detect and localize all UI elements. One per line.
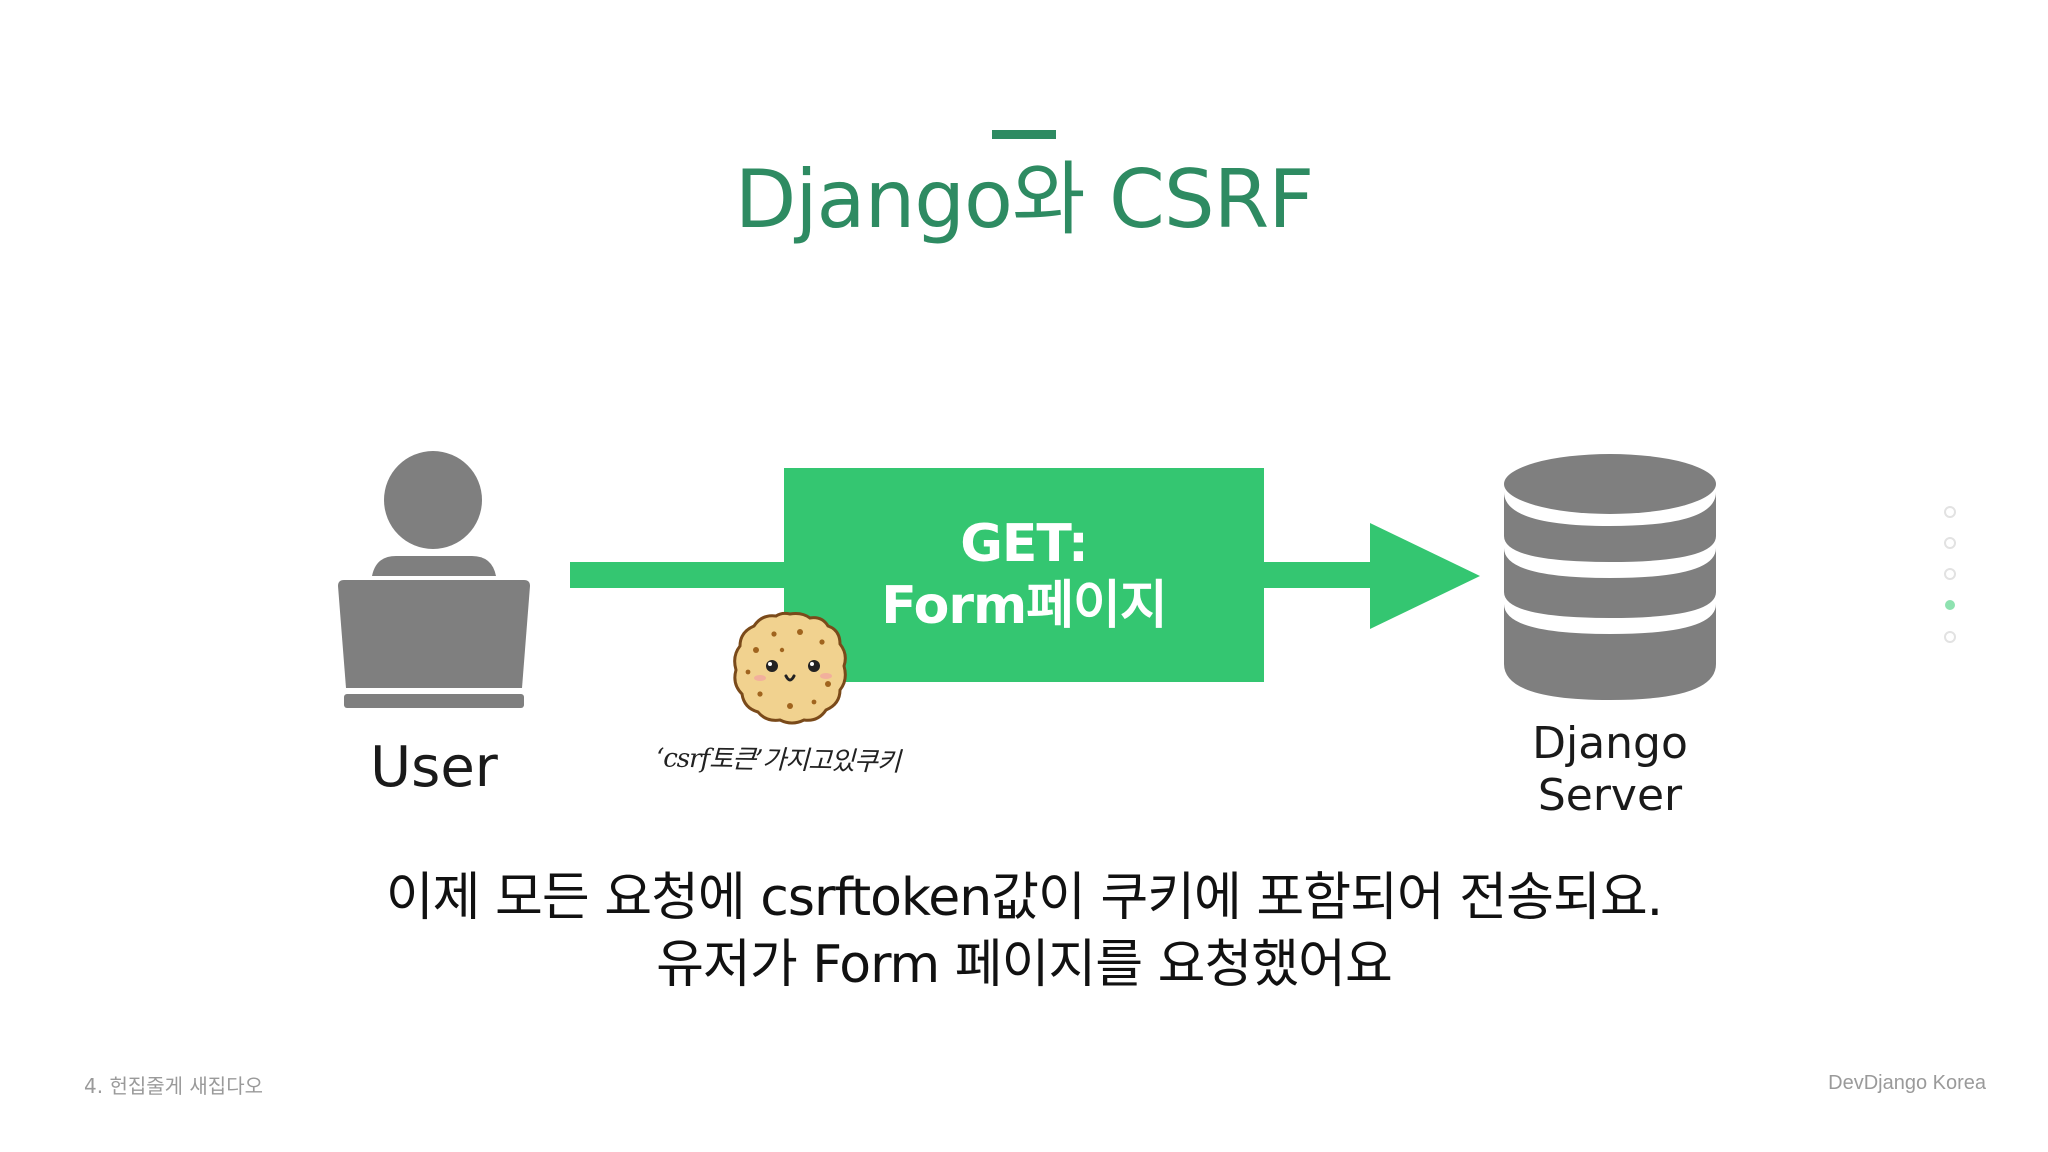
cookie-icon xyxy=(733,611,847,725)
user-label: User xyxy=(370,735,498,800)
request-target: Form페이지 xyxy=(881,576,1167,636)
footer-brand: DevDjango Korea xyxy=(1828,1072,1986,1094)
caption-line-2: 유저가 Form 페이지를 요청했어요 xyxy=(656,935,1393,995)
request-box: GET: Form페이지 xyxy=(784,468,1264,682)
footer-section-title: 4. 헌집줄게 새집다오 xyxy=(84,1074,263,1098)
nav-dot-5[interactable] xyxy=(1944,631,1956,643)
server-label: Django Server xyxy=(1500,718,1720,822)
request-method: GET: xyxy=(960,514,1089,574)
user-laptop-icon xyxy=(338,451,530,708)
nav-dot-3[interactable] xyxy=(1944,568,1956,580)
nav-dot-2[interactable] xyxy=(1944,537,1956,549)
arrow-head-icon xyxy=(1370,523,1480,629)
cookie-caption: ‘csrf토큰’가지고있쿠키 xyxy=(655,743,901,778)
title-accent-bar xyxy=(992,130,1056,139)
server-label-line1: Django xyxy=(1532,718,1688,769)
database-icon xyxy=(1504,454,1716,700)
nav-dot-4[interactable] xyxy=(1945,600,1955,610)
caption-line-1: 이제 모든 요청에 csrftoken값이 쿠키에 포함되어 전송되요. xyxy=(385,868,1663,928)
slide-title: Django와 CSRF xyxy=(734,153,1315,246)
slide-navigation xyxy=(1940,506,1960,646)
nav-dot-1[interactable] xyxy=(1944,506,1956,518)
server-label-line2: Server xyxy=(1537,770,1683,821)
